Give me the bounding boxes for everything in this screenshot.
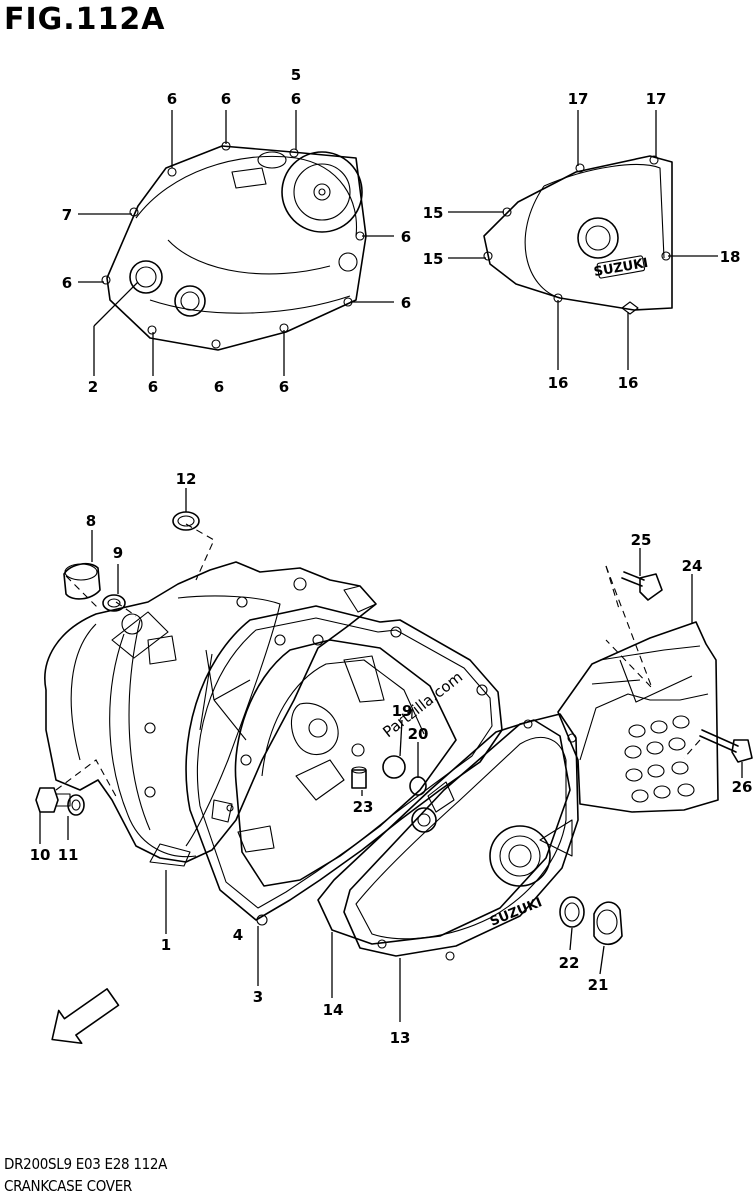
- leader-lines: [39, 110, 743, 1022]
- callout-6: 6: [401, 228, 411, 246]
- magneto-cover-top: SUZUKI: [483, 155, 673, 315]
- callout-1: 1: [161, 936, 171, 954]
- callout-12: 12: [176, 470, 197, 488]
- callout-23: 23: [353, 798, 374, 816]
- callout-7: 7: [62, 206, 72, 224]
- suzuki-logo-top: SUZUKI: [593, 256, 650, 280]
- callout-numbers: 5 6 6 6 7 6 6 6 2 6 6 6 17 17 15 15 18 1…: [30, 66, 753, 1047]
- callout-6: 6: [279, 378, 289, 396]
- callout-16: 16: [618, 374, 639, 392]
- callout-18: 18: [720, 248, 741, 266]
- callout-9: 9: [113, 544, 123, 562]
- clutch-cover-13: SUZUKI: [343, 713, 579, 961]
- callout-16: 16: [548, 374, 569, 392]
- callout-3: 3: [253, 988, 263, 1006]
- callout-6: 6: [291, 90, 301, 108]
- callout-22: 22: [559, 954, 580, 972]
- small-parts: [35, 511, 753, 946]
- callout-6: 6: [401, 294, 411, 312]
- sprocket-cover: [557, 621, 719, 813]
- callout-19: 19: [392, 702, 413, 720]
- figure-caption: CRANKCASE COVER: [4, 1177, 132, 1195]
- callout-6: 6: [214, 378, 224, 396]
- callout-10: 10: [30, 846, 51, 864]
- callout-17: 17: [568, 90, 589, 108]
- callout-21: 21: [588, 976, 609, 994]
- callout-6: 6: [167, 90, 177, 108]
- callout-13: 13: [390, 1029, 411, 1047]
- callout-11: 11: [58, 846, 79, 864]
- model-code: DR200SL9 E03 E28 112A: [4, 1155, 168, 1173]
- callout-2: 2: [88, 378, 98, 396]
- callout-6: 6: [62, 274, 72, 292]
- callout-15: 15: [423, 204, 444, 222]
- fwd-arrow: FWD: [51, 988, 120, 1045]
- callout-15: 15: [423, 250, 444, 268]
- callout-8: 8: [86, 512, 96, 530]
- figure-title: FIG.112A: [4, 2, 166, 37]
- callout-14: 14: [323, 1001, 344, 1019]
- callout-6: 6: [148, 378, 158, 396]
- callout-5: 5: [291, 66, 301, 84]
- callout-4: 4: [233, 926, 243, 944]
- crankcase-housing: [44, 561, 377, 867]
- clutch-cover-top: [101, 141, 367, 351]
- callout-25: 25: [631, 531, 652, 549]
- callout-26: 26: [732, 778, 753, 796]
- callout-20: 20: [408, 725, 429, 743]
- callout-17: 17: [646, 90, 667, 108]
- outer-gasket: [317, 719, 571, 945]
- inner-clutch-cover: [211, 639, 457, 887]
- callout-24: 24: [682, 557, 703, 575]
- crankcase-gasket: [185, 605, 503, 926]
- callout-6: 6: [221, 90, 231, 108]
